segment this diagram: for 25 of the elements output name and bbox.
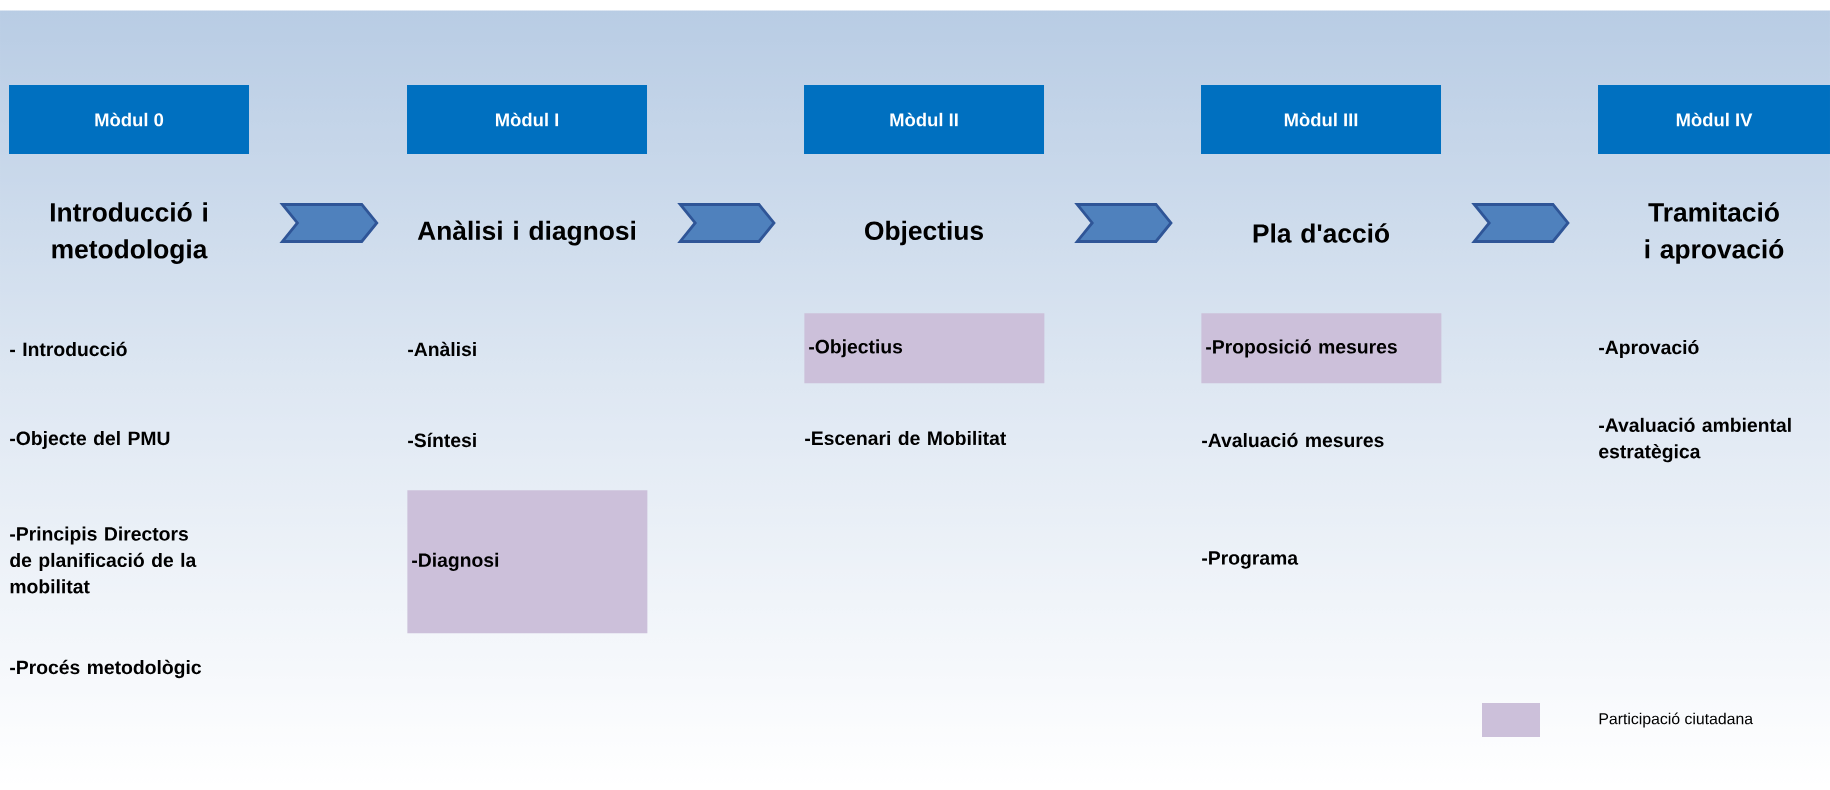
list-item: -Objecte del PMU [10, 431, 170, 449]
module-header-box: Mòdul II [804, 85, 1044, 154]
module-header-box: Mòdul 0 [9, 85, 249, 154]
list-item: -Procés metodològic [10, 659, 202, 679]
highlighted-item-box: -Diagnosi [407, 490, 648, 634]
module-header-box: Mòdul I [407, 85, 647, 154]
list-item: -Anàlisi [408, 341, 476, 357]
module-title: Objectius [865, 220, 983, 246]
list-item: -Aprovació [1599, 339, 1699, 359]
list-item: - Introducció [10, 341, 127, 357]
module-title: Pla d'acció [1253, 223, 1390, 243]
list-item: -Avaluació ambiental estratègica [1599, 417, 1791, 463]
list-item: -Avaluació mesures [1202, 432, 1384, 448]
list-item: -Escenari de Mobilitat [805, 430, 1007, 446]
module-header-box: Mòdul III [1201, 85, 1441, 154]
list-item: -Programa [1202, 551, 1299, 569]
list-item: -Síntesi [408, 432, 476, 448]
module-title: Tramitació i aprovació [1645, 202, 1784, 264]
highlighted-item-box: -Proposició mesures [1201, 313, 1442, 384]
list-item: -Principis Directors de planificació de la mobilitat [10, 526, 197, 594]
module-header-box: Mòdul IV [1598, 85, 1830, 154]
highlighted-item-box: -Objectius [804, 313, 1045, 384]
legend-text: Participació ciutadana [1599, 712, 1754, 728]
module-title: Introducció i metodologia [50, 202, 208, 264]
module-title: Anàlisi i diagnosi [417, 220, 635, 246]
